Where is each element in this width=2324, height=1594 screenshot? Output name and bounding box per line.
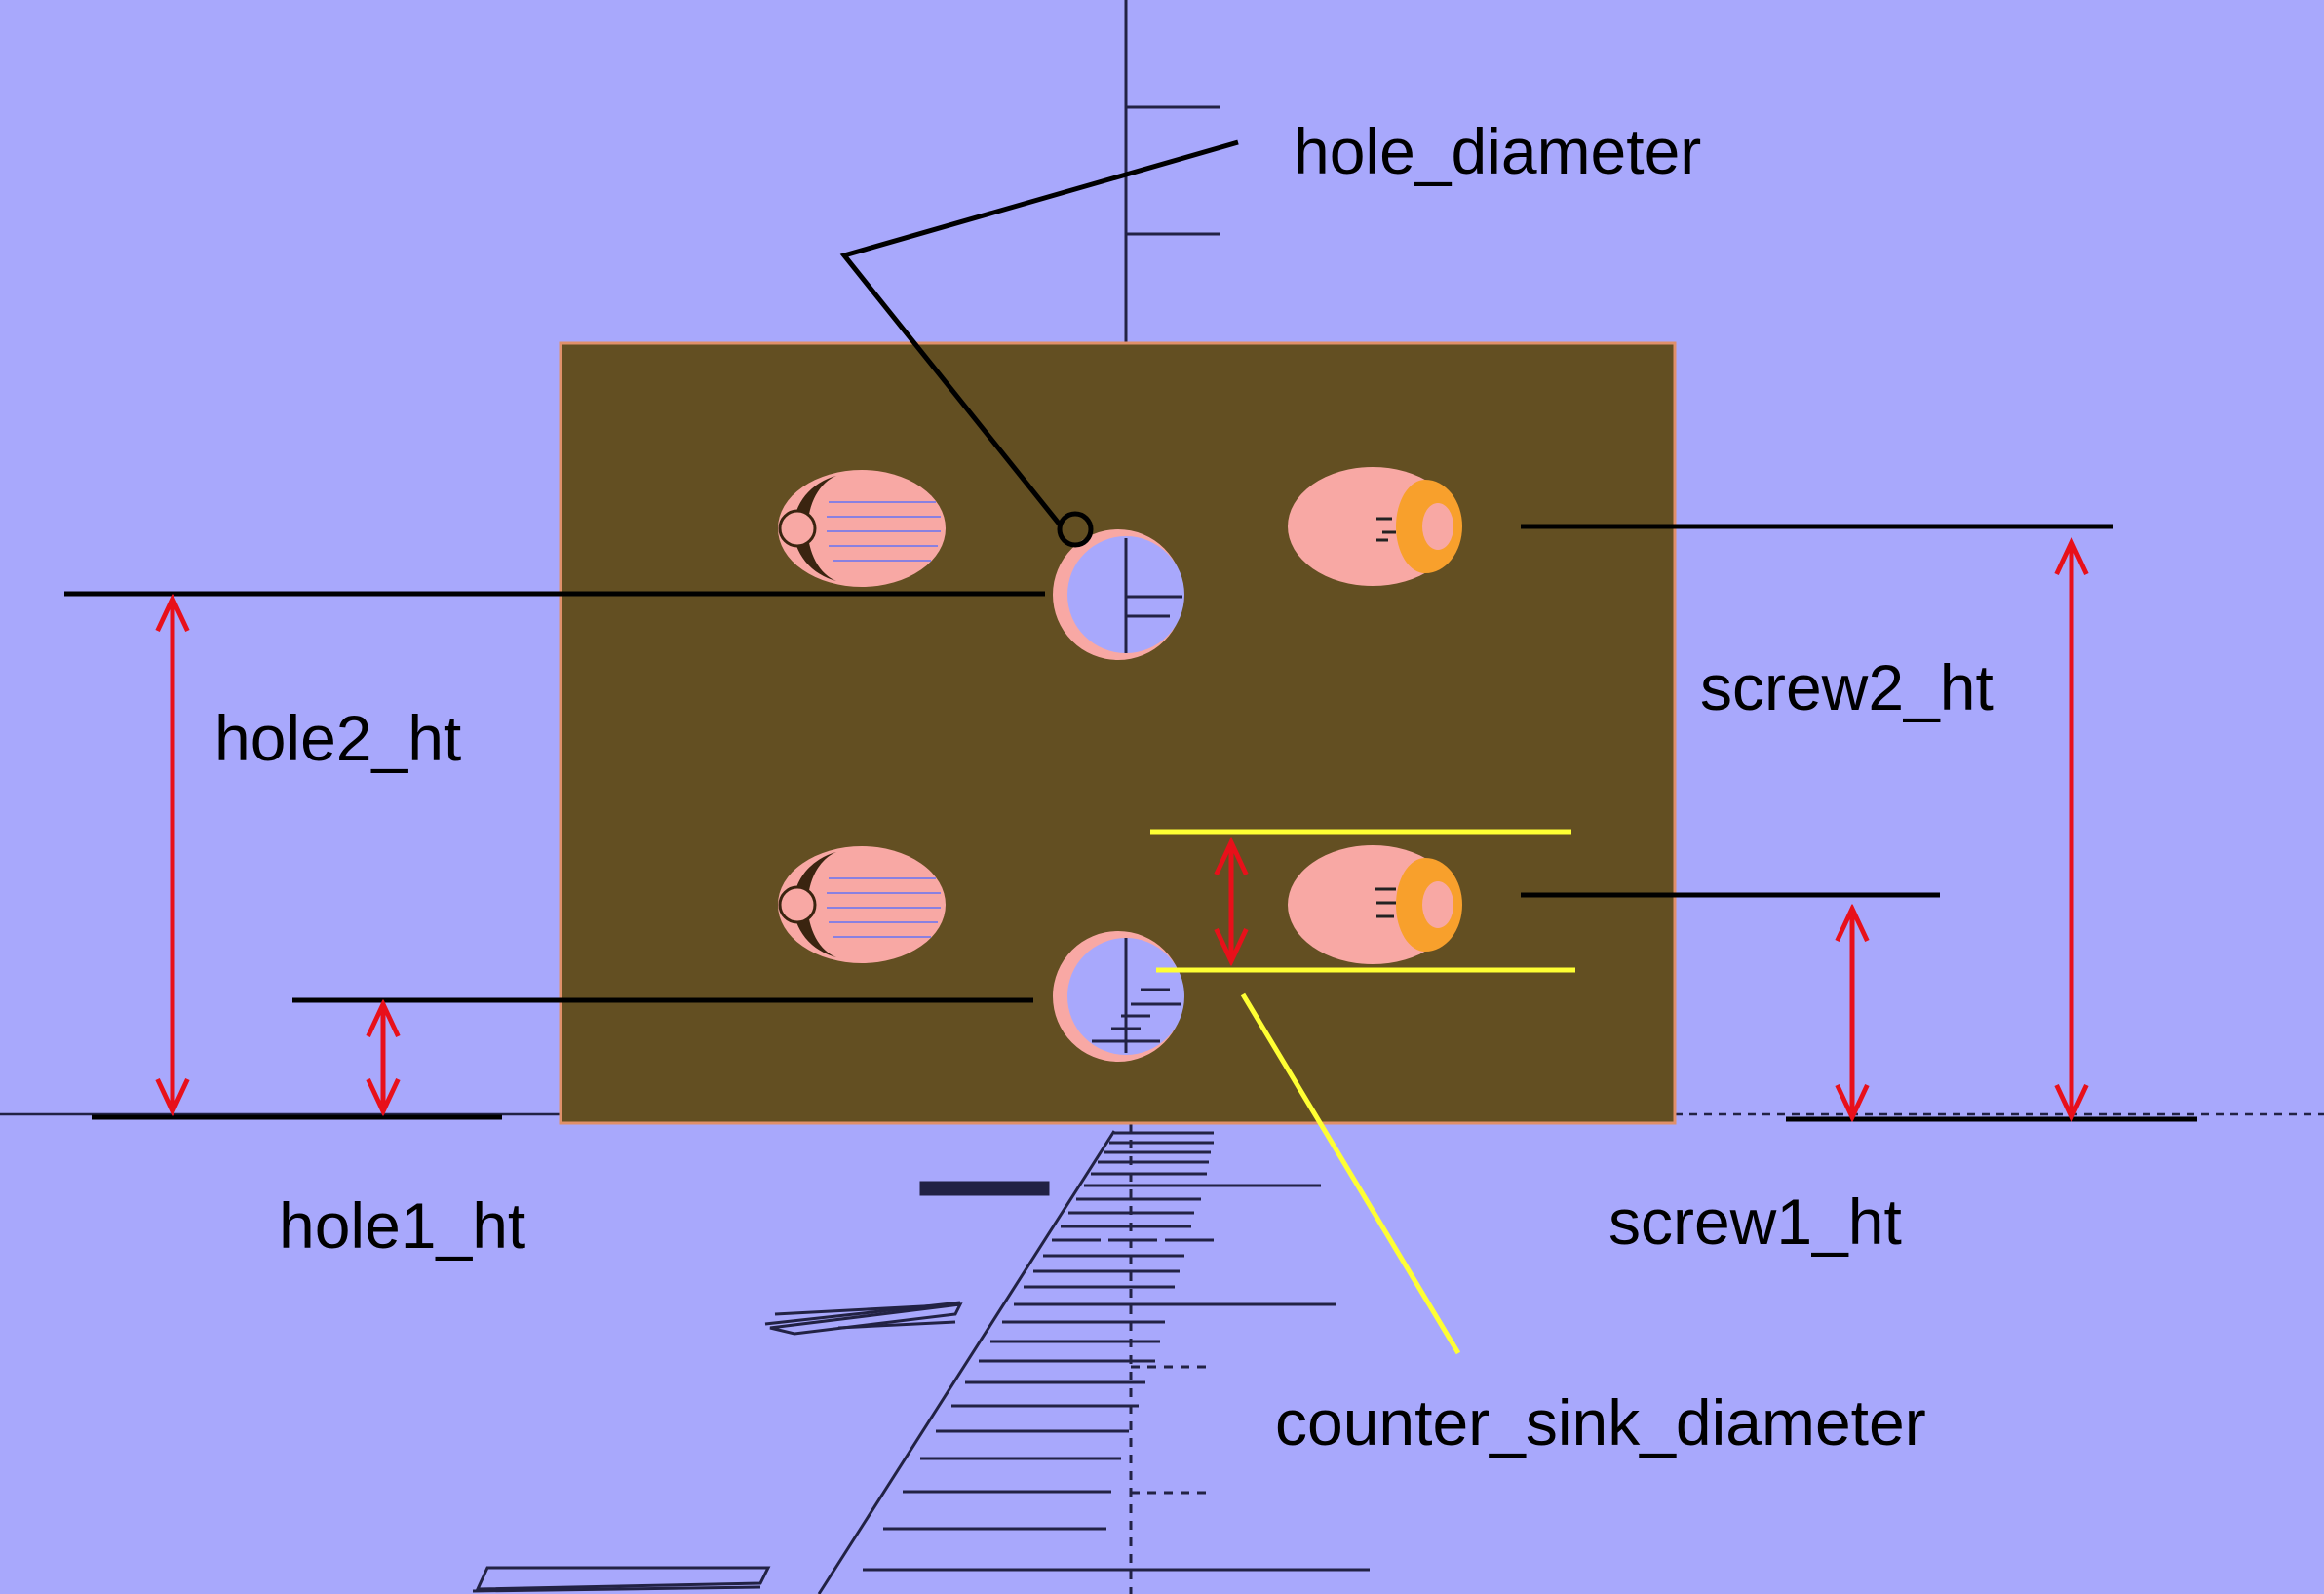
hole-diameter-marker <box>1057 511 1094 548</box>
label-hole2-ht: hole2_ht <box>214 702 461 774</box>
vertical-axis <box>1124 0 1220 343</box>
through-hole-upper <box>1053 529 1184 660</box>
screw-hole-bottom-left <box>778 846 946 963</box>
label-hole1-ht: hole1_ht <box>279 1189 525 1262</box>
screw-head-bottom-right <box>1288 845 1462 964</box>
countersink-lines <box>1150 829 1575 1355</box>
floor-grid <box>817 1123 1370 1594</box>
label-hole-diameter: hole_diameter <box>1294 115 1701 187</box>
dimension-arrows <box>173 542 2072 1117</box>
hole-diameter-leader <box>839 139 1239 526</box>
screw-hole-top-left <box>778 470 946 587</box>
screw-head-top-right <box>1288 467 1462 586</box>
leader-lines <box>64 139 2197 1122</box>
through-hole-lower <box>1053 931 1184 1062</box>
label-screw2-ht: screw2_ht <box>1700 651 1994 723</box>
floor-grid-bars <box>472 1181 1050 1593</box>
label-counter-sink-diameter: counter_sink_diameter <box>1275 1386 1926 1458</box>
label-screw1-ht: screw1_ht <box>1608 1186 1902 1258</box>
